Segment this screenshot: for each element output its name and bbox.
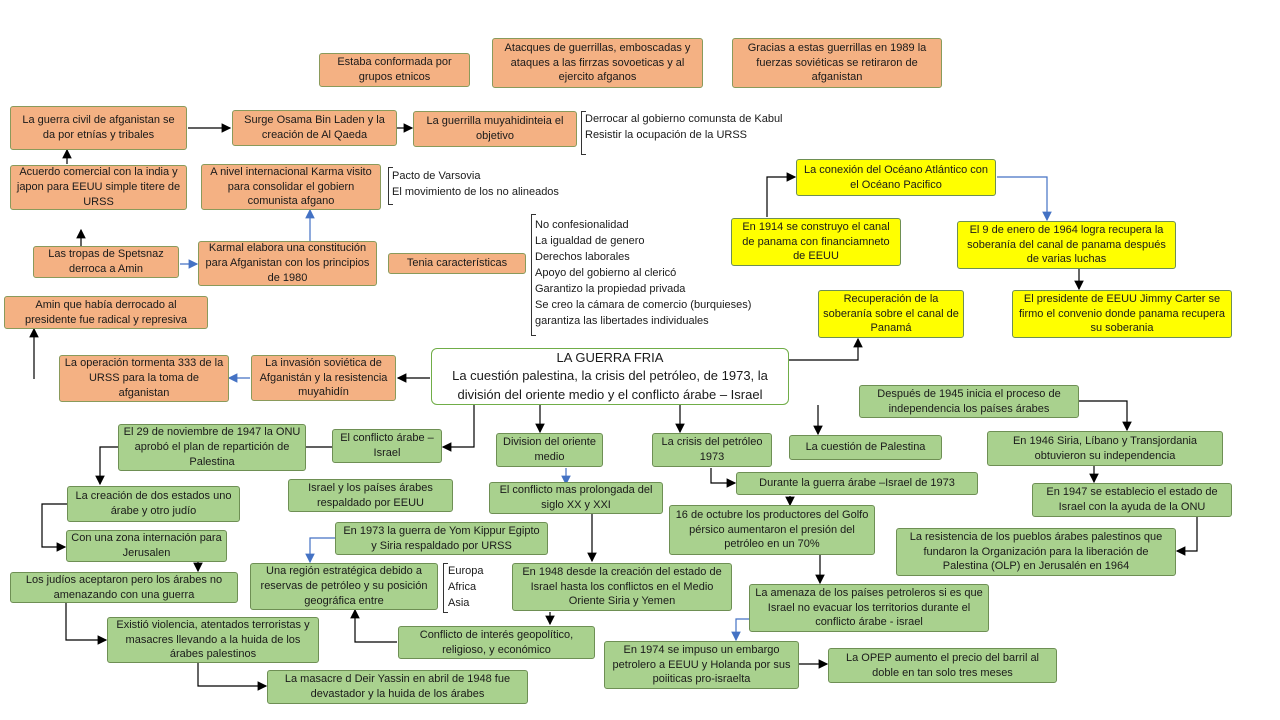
tropas-box: Las tropas de Spetsnaz derroca a Amin [33,246,179,278]
list-item: Garantizo la propiedad privada [535,283,686,295]
resistencia-box: La resistencia de los pueblos árabes pal… [896,528,1176,576]
en1946-box: En 1946 Siria, Líbano y Transjordania ob… [987,431,1223,466]
list-item: garantiza las libertades individuales [535,315,709,327]
interes-box: Conflicto de interés geopolítico, religi… [398,626,595,659]
recuperacion-box: Recuperación de la soberanía sobre el ca… [818,290,964,338]
dos-estados-box: La creación de dos estados uno árabe y o… [67,486,240,522]
yom-kippur-box: En 1973 la guerra de Yom Kippur Egipto y… [335,522,548,555]
main-title: LA GUERRA FRIA [556,350,664,366]
karmal-box: Karmal elabora una constitución para Afg… [198,241,377,286]
pacto-list: Pacto de Varsovia El movimiento de los n… [392,168,559,200]
conformada-box: Estaba conformada por grupos etnicos [319,53,470,87]
prolongada-box: El conflicto mas prolongada del siglo XX… [489,482,663,514]
list-item: Europa [448,565,484,577]
main-subtitle: La cuestión palestina, la crisis del pet… [452,368,768,402]
despues1945-box: Después de 1945 inicia el proceso de ind… [859,385,1079,418]
list-item: Resistir la ocupación de la URSS [585,129,748,141]
en1947-box: En 1947 se establecio el estado de Israe… [1032,483,1232,517]
onu1947-box: El 29 de noviembre de 1947 la ONU aprobó… [118,424,306,471]
list-item: Asia [448,597,470,609]
en1914-box: En 1914 se construyo el canal de panama … [731,218,901,266]
caracteristicas-brace [531,214,536,336]
judios-box: Los judíos aceptaron pero los árabes no … [10,572,238,603]
zona-box: Con una zona internación para Jerusalen [66,530,227,562]
list-item: Pacto de Varsovia [392,170,481,182]
karma-box: A nivel internacional Karma visito para … [201,164,381,210]
list-item: No confesionalidad [535,219,629,231]
conflicto-arabe-box: El conflicto árabe – Israel [332,429,442,463]
invasion-box: La invasión soviética de Afganistán y la… [251,355,396,401]
list-item: La igualdad de genero [535,235,645,247]
objetivos-list: Derrocar al gobierno comunsta de Kabul R… [585,111,783,143]
list-item: El movimiento de los no alineados [392,186,559,198]
amenaza-box: La amenaza de los países petroleros si e… [749,584,989,632]
main-topic-box: LA GUERRA FRIA La cuestión palestina, la… [431,348,789,405]
nueve-enero-box: El 9 de enero de 1964 logra recupera la … [957,221,1176,269]
acuerdo-box: Acuerdo comercial con la india y japon p… [10,165,187,210]
cuestion-palestina-box: La cuestión de Palestina [789,435,942,460]
list-item: Derrocar al gobierno comunsta de Kabul [585,113,783,125]
tenia-box: Tenia características [388,253,526,274]
durante-box: Durante la guerra árabe –Israel de 1973 [736,472,978,495]
octubre-box: 16 de octubre los productores del Golfo … [669,505,875,555]
list-item: Apoyo del gobierno al clericó [535,267,677,279]
opep-box: La OPEP aumento el precio del barril al … [828,648,1057,683]
continentes-list: Europa Africa Asia [448,563,483,611]
pacto-brace [388,167,393,205]
crisis-box: La crisis del petróleo 1973 [652,433,772,467]
caracteristicas-list: No confesionalidad La igualdad de genero… [535,217,751,329]
en1948-box: En 1948 desde la creación del estado de … [512,563,732,611]
deir-box: La masacre d Deir Yassin en abril de 194… [267,670,528,704]
continentes-brace [443,563,448,613]
tormenta-box: La operación tormenta 333 de la URSS par… [59,355,229,402]
muyahidin-box: La guerrilla muyahidinteia el objetivo [413,111,577,147]
objetivos-brace [581,111,586,155]
amin-box: Amin que había derrocado al presidente f… [4,296,208,329]
carter-box: El presidente de EEUU Jimmy Carter se fi… [1012,290,1232,338]
list-item: Derechos laborales [535,251,630,263]
israel-paises-box: Israel y los países árabes respaldado po… [288,479,453,512]
guerra-civil-box: La guerra civil de afganistan se da por … [10,106,187,150]
region-box: Una región estratégica debido a reservas… [250,563,438,610]
list-item: Africa [448,581,477,593]
en1974-box: En 1974 se impuso un embargo petrolero a… [604,641,799,689]
atacques-box: Atacques de guerrillas, emboscadas y ata… [492,38,703,88]
division-box: Division del oriente medio [496,433,603,467]
conexion-box: La conexión del Océano Atlántico con el … [796,159,996,196]
list-item: Se creo la cámara de comercio (burquiese… [535,299,752,311]
existio-box: Existió violencia, atentados terroristas… [107,617,319,663]
gracias-box: Gracias a estas guerrillas en 1989 la fu… [732,38,942,88]
osama-box: Surge Osama Bin Laden y la creación de A… [232,110,397,146]
